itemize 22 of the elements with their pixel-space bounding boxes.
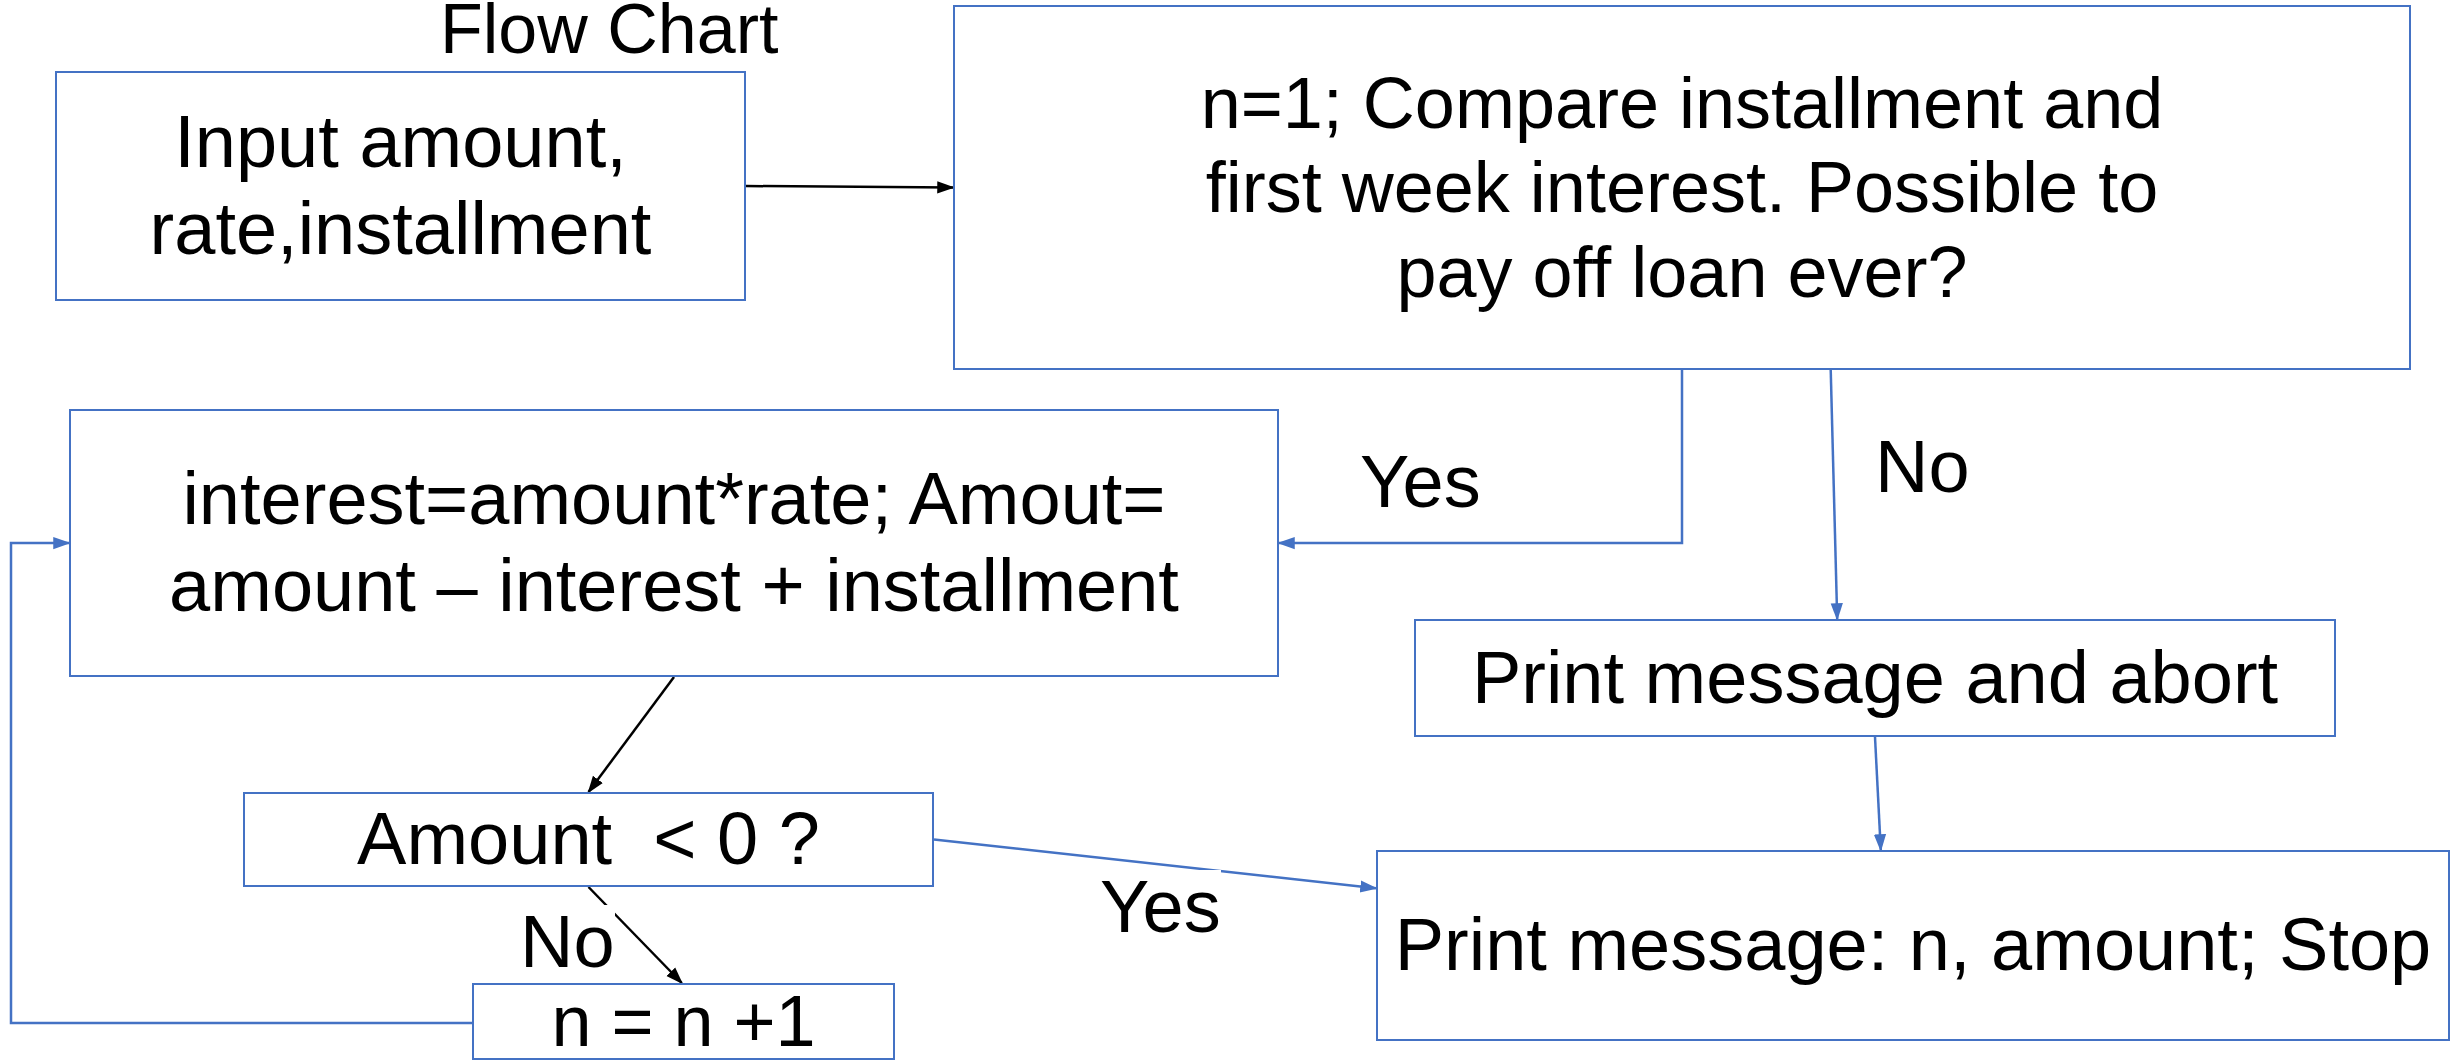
- box-text: Input amount, rate,installment: [148, 99, 653, 272]
- box-text: n = n +1: [551, 980, 816, 1062]
- arrow: [1873, 736, 1887, 852]
- chart-title: Flow Chart: [440, 0, 779, 64]
- process-box: [55, 71, 746, 301]
- box-text: interest=amount*rate; Amout= amount – interest + installment: [168, 456, 1180, 629]
- process-box: [1376, 850, 2450, 1041]
- box-text: Amount < 0 ?: [357, 796, 820, 883]
- process-box: [69, 409, 1279, 677]
- box-text: Print message: n, amount; Stop: [1394, 902, 2432, 989]
- process-box: [1414, 619, 2336, 737]
- box-text: Print message and abort: [1471, 634, 2279, 721]
- arrow: [1829, 369, 1843, 621]
- process-box: [472, 983, 895, 1060]
- arrow: [933, 838, 1378, 893]
- arrow: [587, 676, 675, 794]
- process-box: [243, 792, 934, 887]
- arrow: [587, 886, 684, 985]
- arrow: [746, 181, 955, 194]
- process-box: [953, 5, 2411, 370]
- arrow: [9, 536, 472, 1025]
- box-text: n=1; Compare installment and first week interest. Possible to pay off loan ever?: [1199, 62, 2165, 314]
